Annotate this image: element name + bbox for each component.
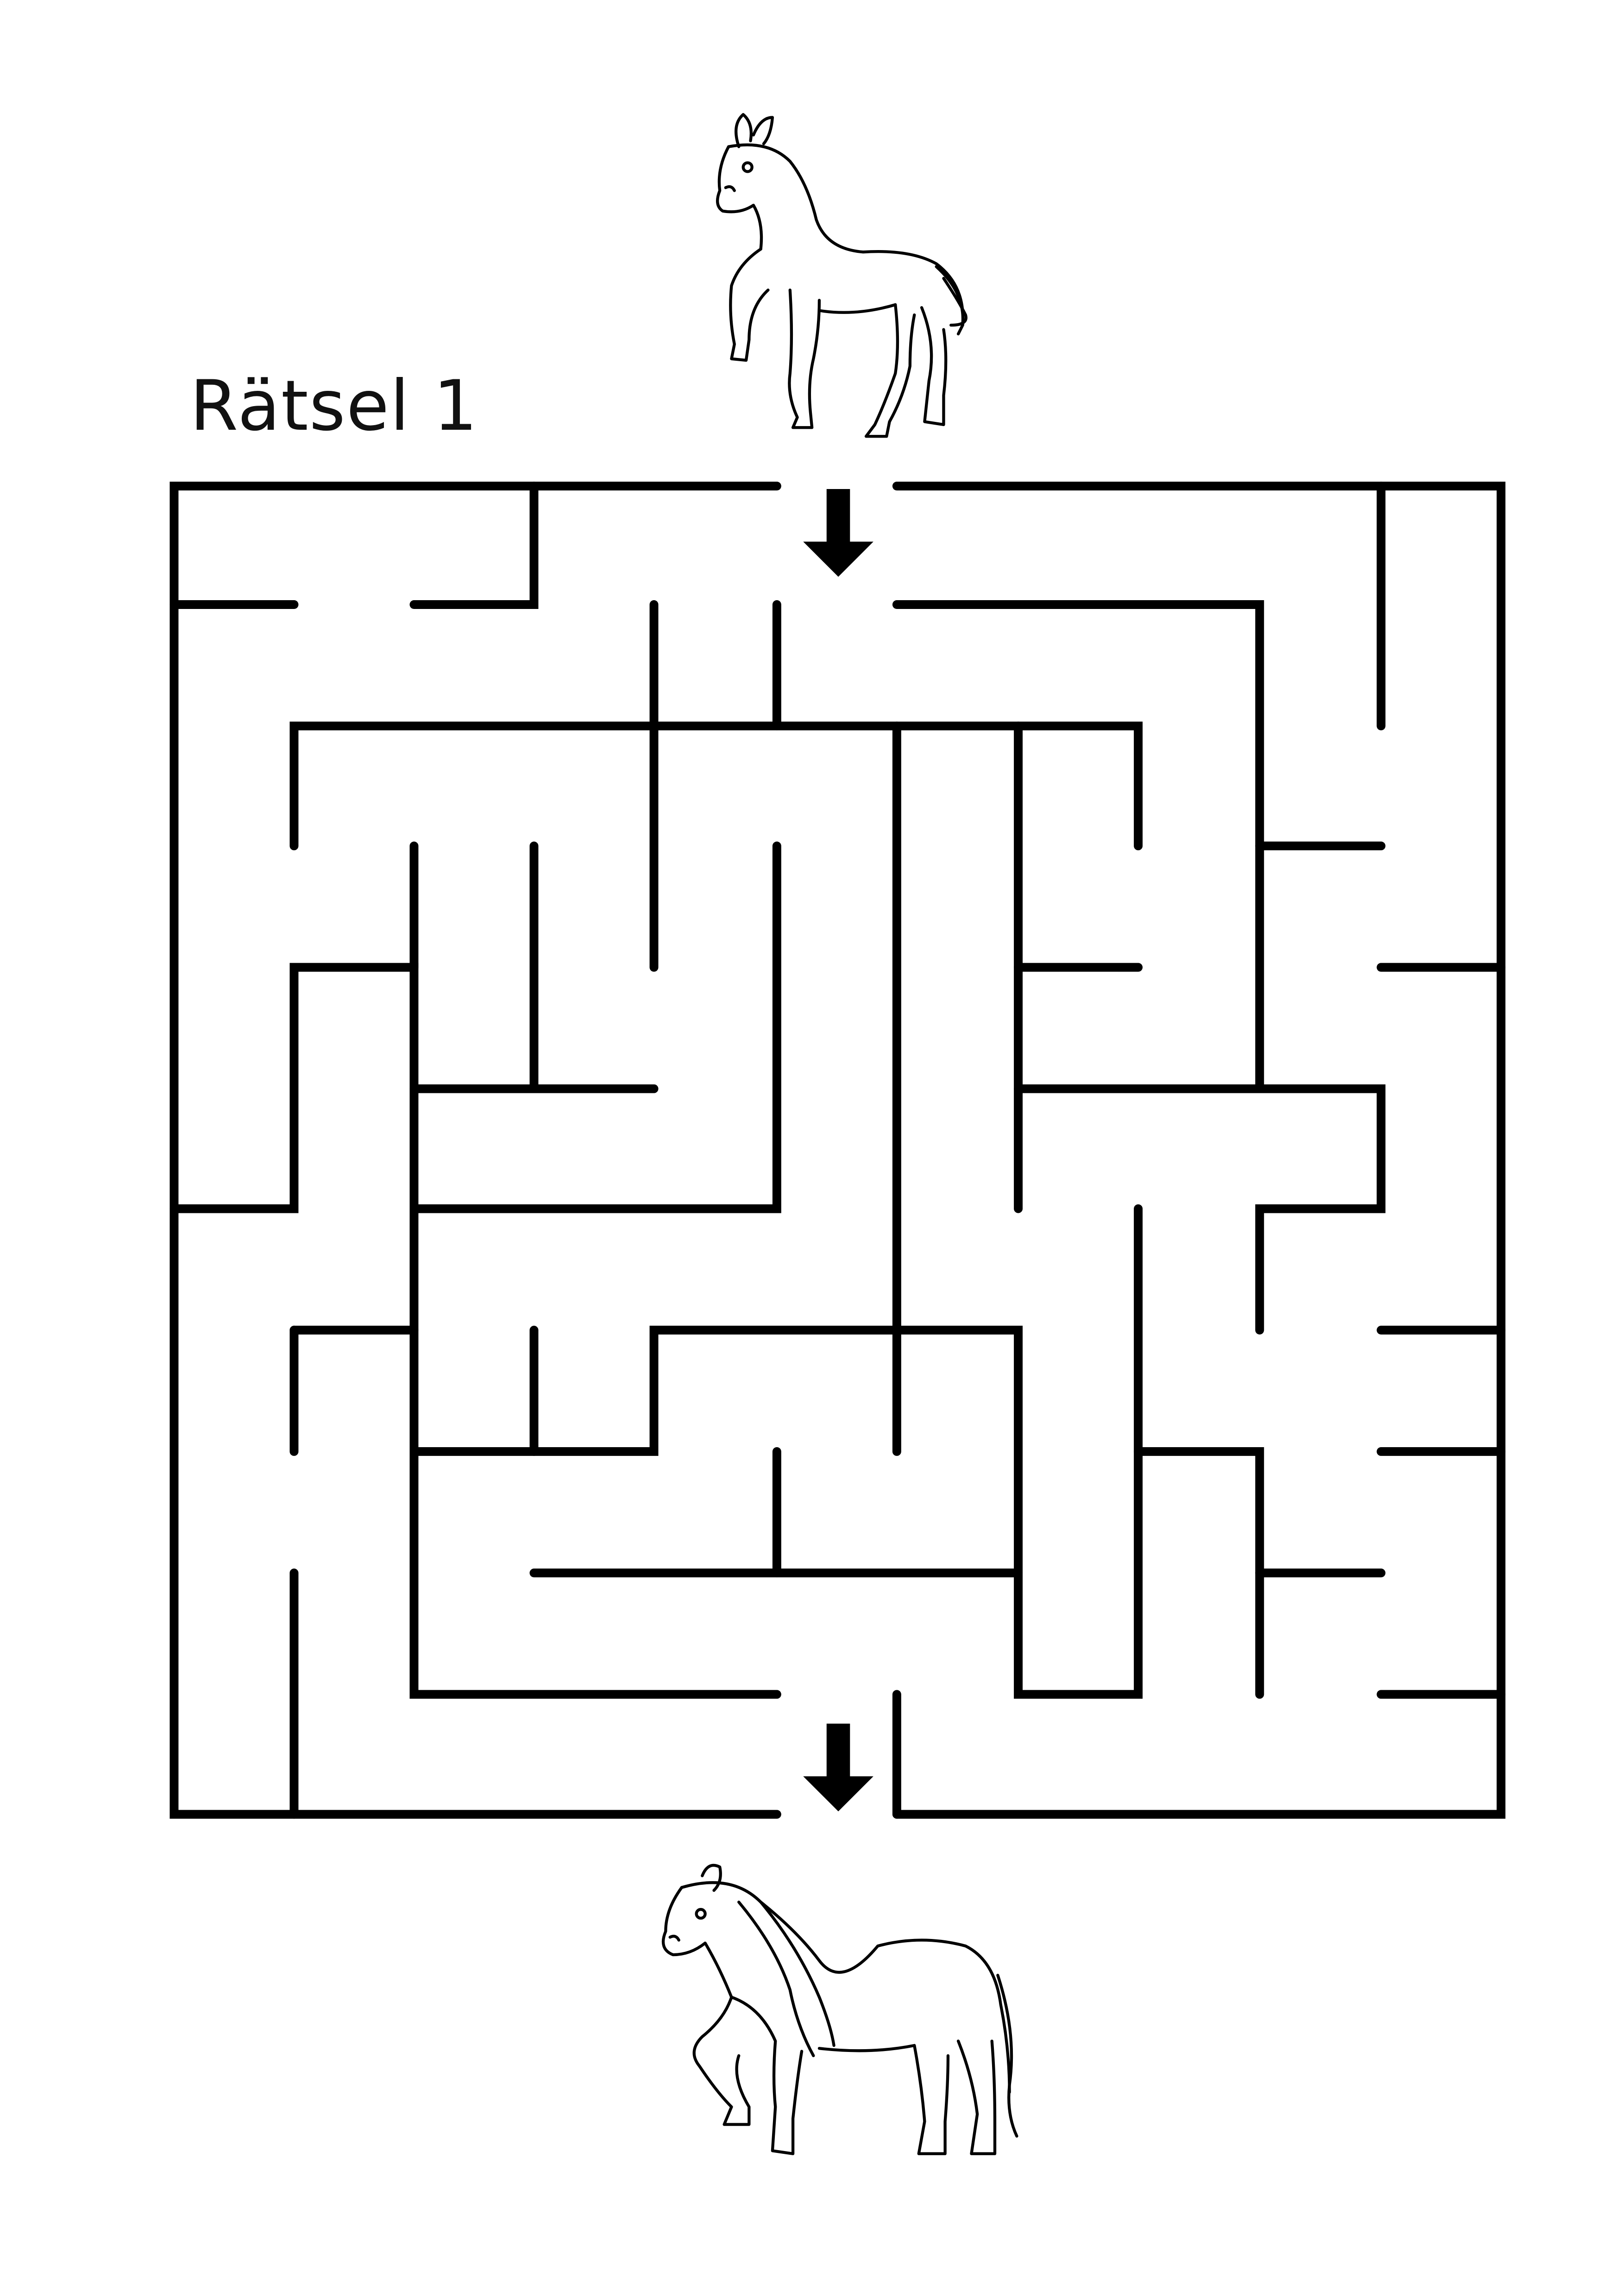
- horse-icon: [661, 1863, 1018, 2155]
- entrance-arrow-icon: [803, 489, 873, 577]
- puzzle-title: Rätsel 1: [190, 366, 478, 446]
- maze-walls: [170, 482, 1506, 1819]
- exit-arrow-icon: [803, 1724, 873, 1812]
- foal-icon: [716, 113, 968, 438]
